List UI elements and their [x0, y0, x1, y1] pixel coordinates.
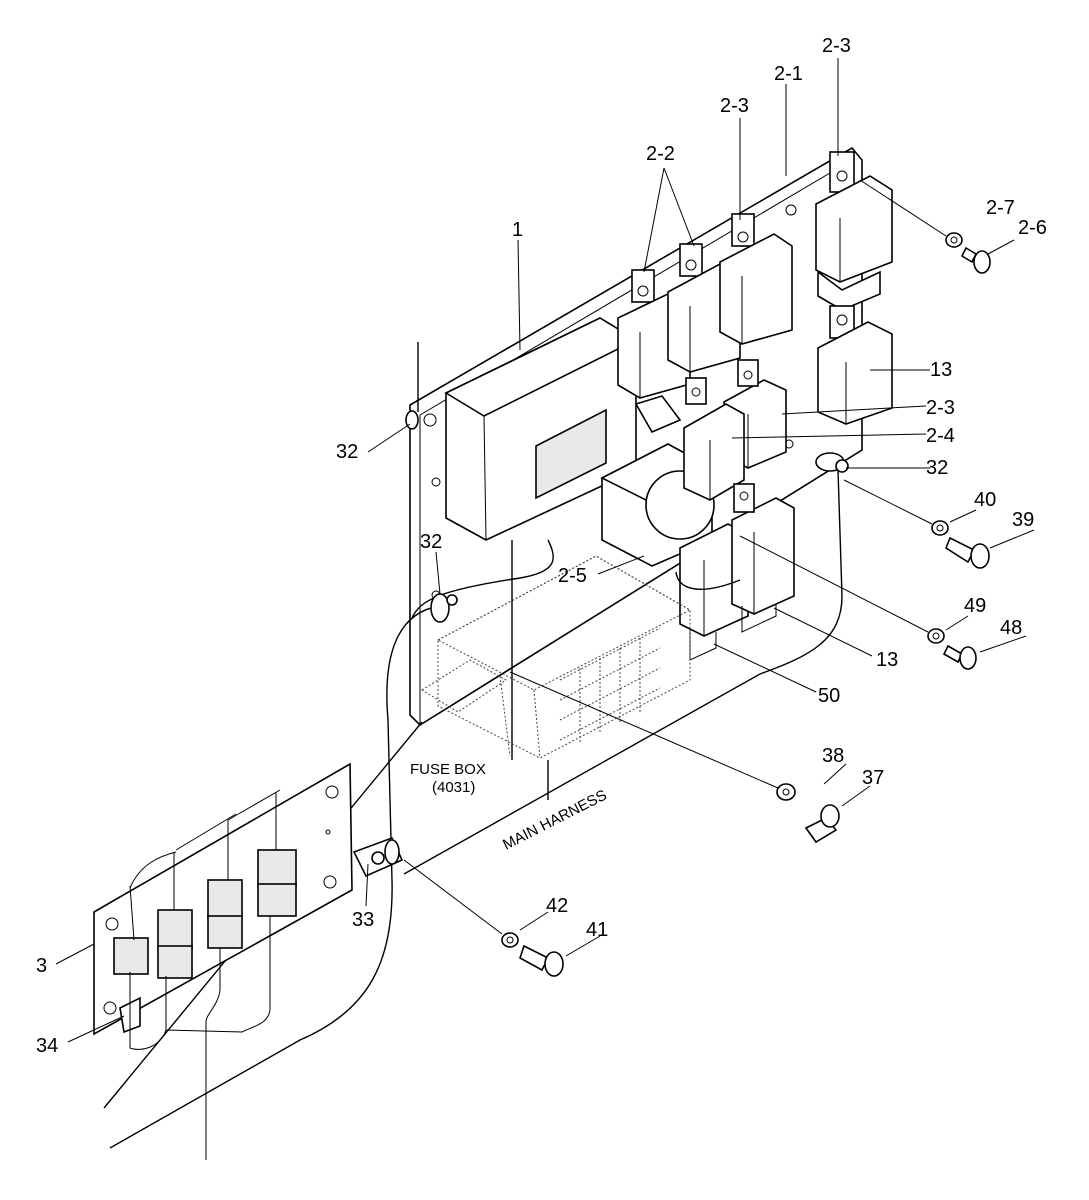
callout-32-mid: 32: [420, 531, 442, 553]
callout-34: 34: [36, 1035, 58, 1057]
main-harness-caption: MAIN HARNESS: [500, 787, 609, 854]
callout-2-3-right: 2-3: [926, 397, 955, 419]
callout-38: 38: [822, 745, 844, 767]
relay-group: [617, 151, 893, 501]
callout-33: 33: [352, 909, 374, 931]
callout-37: 37: [862, 767, 884, 789]
fastener-41: [519, 944, 564, 977]
callout-2-7: 2-7: [986, 197, 1015, 219]
fastener-38: [776, 783, 796, 801]
fastener-40: [931, 520, 949, 536]
fastener-49: [927, 628, 945, 644]
callout-40: 40: [974, 489, 996, 511]
callout-2-3-mid: 2-3: [720, 95, 749, 117]
lower-relays: [679, 483, 795, 661]
control-unit: [444, 317, 638, 541]
fuse-box-caption: FUSE BOX: [410, 761, 486, 778]
callout-3: 3: [36, 955, 47, 977]
fastener-48: [942, 644, 977, 670]
callout-13-top: 13: [930, 359, 952, 381]
fuse-box-number: (4031): [432, 779, 475, 796]
callout-2-4: 2-4: [926, 425, 955, 447]
callout-48: 48: [1000, 617, 1022, 639]
callout-50: 50: [818, 685, 840, 707]
sub-panel: [93, 762, 353, 1160]
callout-32-left: 32: [336, 441, 358, 463]
callout-2-2: 2-2: [646, 143, 675, 165]
clip-left: [405, 342, 419, 430]
fuse-box: [421, 555, 692, 759]
callout-2-5: 2-5: [558, 565, 587, 587]
clip-mid: [430, 593, 458, 623]
clip-right: [815, 452, 849, 473]
callout-49: 49: [964, 595, 986, 617]
callout-2-1: 2-1: [774, 63, 803, 85]
callout-13-bottom: 13: [876, 649, 898, 671]
callout-32-right: 32: [926, 457, 948, 479]
leader-lines: [55, 58, 1035, 1043]
fastener-2-6: [960, 246, 991, 274]
callout-1: 1: [512, 219, 523, 241]
callout-39: 39: [1012, 509, 1034, 531]
fastener-42: [501, 932, 519, 948]
callout-42: 42: [546, 895, 568, 917]
callout-2-3-top: 2-3: [822, 35, 851, 57]
fastener-37: [804, 804, 840, 844]
clamp: [352, 836, 404, 878]
fastener-39: [945, 536, 990, 569]
callout-41: 41: [586, 919, 608, 941]
callout-2-6: 2-6: [1018, 217, 1047, 239]
fastener-2-7: [945, 232, 963, 248]
callout-labels: 2-3 2-1 2-3 2-2 1 2-7 2-6 13 2-3 2-4 32 …: [36, 35, 1047, 1057]
